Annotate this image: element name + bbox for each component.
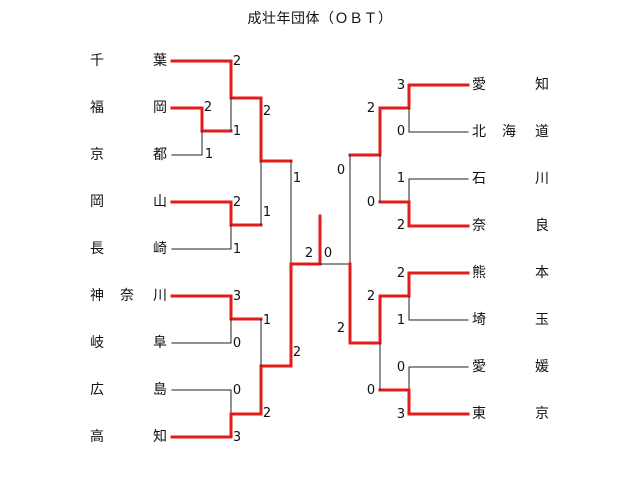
- score-label: 1: [262, 313, 272, 328]
- team-name-part: 福: [90, 100, 104, 116]
- bracket-title: 成壮年団体（ＯＢＴ）: [247, 11, 393, 27]
- team-left-7: 岐阜: [90, 334, 167, 352]
- score-label: 0: [232, 336, 242, 351]
- team-name-part: 東: [472, 406, 486, 422]
- team-right-4: 奈良: [472, 217, 549, 235]
- score-label: 0: [366, 383, 376, 398]
- score-label: 2: [366, 289, 376, 304]
- score-label: 0: [323, 246, 333, 261]
- team-name-part: 岡: [90, 194, 104, 210]
- team-name-part: 愛: [472, 77, 486, 93]
- team-name-part: 奈: [472, 218, 486, 234]
- team-name-part: 神: [90, 288, 104, 304]
- score-label: 2: [262, 104, 272, 119]
- score-label: 3: [232, 289, 242, 304]
- score-label: 2: [396, 218, 406, 233]
- team-name-part: 京: [90, 147, 104, 163]
- team-name-part: 長: [90, 241, 104, 257]
- team-right-5: 熊本: [472, 264, 549, 282]
- team-name-part: 本: [535, 265, 549, 281]
- score-label: 2: [262, 406, 272, 421]
- team-name-part: 道: [535, 124, 549, 140]
- team-name-part: 良: [535, 218, 549, 234]
- team-right-6: 埼玉: [472, 311, 549, 329]
- score-label: 1: [396, 313, 406, 328]
- score-label: 0: [232, 383, 242, 398]
- score-label: 1: [232, 124, 242, 139]
- team-left-5: 長崎: [90, 240, 167, 258]
- score-label: 0: [336, 163, 346, 178]
- score-label: 2: [396, 266, 406, 281]
- team-name-part: 北: [472, 124, 486, 140]
- team-name-part: 石: [472, 171, 486, 187]
- team-left-2: 福岡: [90, 99, 167, 117]
- score-label: 0: [366, 195, 376, 210]
- score-label: 2: [232, 195, 242, 210]
- score-label: 2: [366, 101, 376, 116]
- team-name-part: 阜: [153, 335, 167, 351]
- team-right-1: 愛知: [472, 76, 549, 94]
- score-label: 3: [396, 78, 406, 93]
- score-label: 1: [262, 205, 272, 220]
- team-name-part: 知: [535, 77, 549, 93]
- team-name-part: 広: [90, 382, 104, 398]
- team-right-3: 石川: [472, 170, 549, 188]
- team-name-part: 海: [502, 124, 516, 140]
- team-name-part: 川: [535, 171, 549, 187]
- team-name-part: 高: [90, 429, 104, 445]
- team-name-part: 京: [535, 406, 549, 422]
- team-name-part: 玉: [535, 312, 549, 328]
- team-left-6: 神奈 川: [90, 287, 167, 305]
- team-name-part: 崎: [153, 241, 167, 257]
- score-label: 0: [396, 360, 406, 375]
- team-name-part: 愛: [472, 359, 486, 375]
- score-label: 2: [232, 54, 242, 69]
- team-right-2: 北海 道: [472, 123, 549, 141]
- score-label: 1: [232, 242, 242, 257]
- team-right-7: 愛媛: [472, 358, 549, 376]
- score-label: 2: [336, 321, 346, 336]
- team-name-part: 川: [153, 288, 167, 304]
- score-label: 2: [292, 345, 302, 360]
- team-name-part: 葉: [153, 53, 167, 69]
- team-name-part: 岡: [153, 100, 167, 116]
- team-left-8: 広島: [90, 381, 167, 399]
- team-left-9: 高知: [90, 428, 167, 446]
- team-name-part: 奈: [120, 288, 134, 304]
- score-label: 2: [203, 100, 213, 115]
- team-name-part: 媛: [535, 359, 549, 375]
- team-name-part: 岐: [90, 335, 104, 351]
- team-name-part: 山: [153, 194, 167, 210]
- score-label: 0: [396, 124, 406, 139]
- team-left-1: 千葉: [90, 52, 167, 70]
- team-left-3: 京都: [90, 146, 167, 164]
- team-name-part: 知: [153, 429, 167, 445]
- score-label: 3: [232, 430, 242, 445]
- team-right-8: 東京: [472, 405, 549, 423]
- score-label: 1: [204, 147, 214, 162]
- team-name-part: 都: [153, 147, 167, 163]
- score-label: 2: [304, 246, 314, 261]
- team-name-part: 埼: [472, 312, 486, 328]
- team-left-4: 岡山: [90, 193, 167, 211]
- score-label: 1: [396, 171, 406, 186]
- score-label: 1: [292, 171, 302, 186]
- team-name-part: 熊: [472, 265, 486, 281]
- team-name-part: 島: [153, 382, 167, 398]
- score-label: 3: [396, 407, 406, 422]
- team-name-part: 千: [90, 53, 104, 69]
